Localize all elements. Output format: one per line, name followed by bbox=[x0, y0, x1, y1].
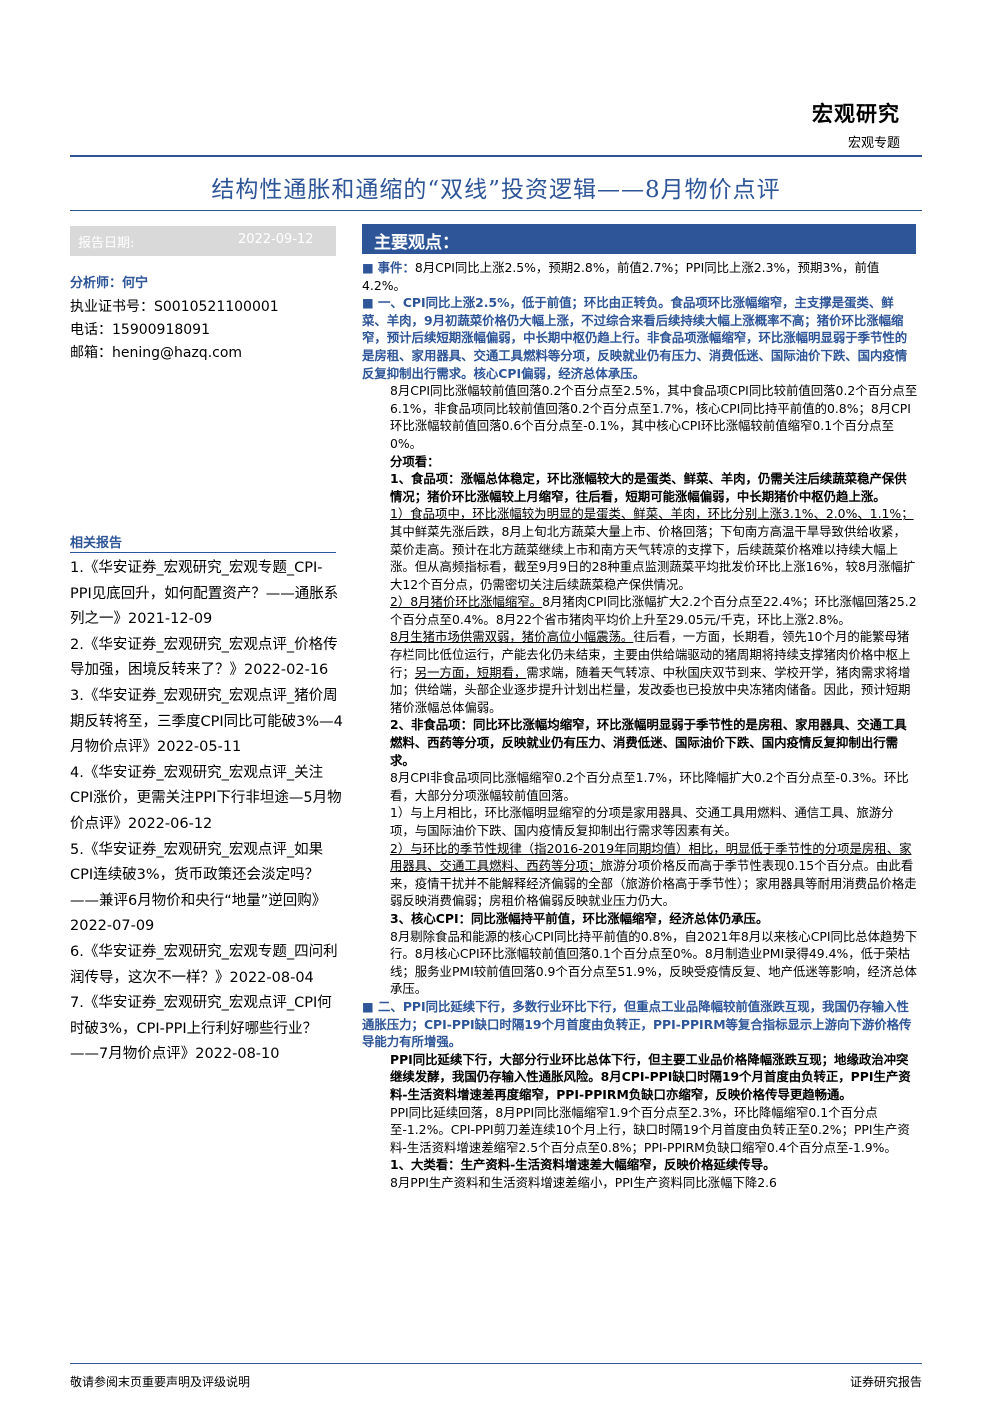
section-1-head: ■ 一、CPI同比上涨2.5%，低于前值；环比由正转负。食品项环比涨幅缩窄，主支… bbox=[362, 294, 918, 382]
related-report-2[interactable]: 2.《华安证券_宏观研究_宏观点评_价格传导加强，困境反转来了？》2022-02… bbox=[70, 636, 338, 679]
section-1-text: 一、CPI同比上涨2.5%，低于前值；环比由正转负。食品项环比涨幅缩窄，主支撑是… bbox=[362, 295, 908, 381]
related-reports-title: 相关报告 bbox=[70, 536, 123, 551]
related-report-1[interactable]: 1.《华安证券_宏观研究_宏观专题_CPI-PPI见底回升，如何配置资产？——通… bbox=[70, 560, 339, 628]
paragraph-7: 2、非食品项：同比环比涨幅均缩窄，环比涨幅明显弱于季节性的是房租、家用器具、交通… bbox=[390, 717, 907, 768]
bullet-icon: ■ bbox=[362, 260, 374, 275]
email[interactable]: 邮箱：hening@hazq.com bbox=[70, 345, 243, 361]
footer-disclaimer: 敬请参阅末页重要声明及评级说明 bbox=[70, 1375, 251, 1389]
header-rule bbox=[70, 155, 922, 157]
paragraph-5: 2）8月猪价环比涨幅缩窄。8月猪肉CPI同比涨幅扩大2.2个百分点至22.4%；… bbox=[362, 593, 918, 628]
report-date-label: 报告日期: bbox=[78, 236, 135, 251]
related-report-5[interactable]: 5.《华安证券_宏观研究_宏观点评_如果CPI连续破3%，货币政策还会淡定吗？—… bbox=[70, 841, 327, 935]
paragraph-16: 8月PPI生产资料和生活资料增速差缩小，PPI生产资料同比涨幅下降2.6 bbox=[390, 1174, 777, 1190]
title-rule bbox=[70, 210, 922, 211]
paragraph-15: 1、大类看：生产资料-生活资料增速差大幅缩窄，反映价格延续传导。 bbox=[390, 1157, 776, 1173]
paragraph-5-underlined: 2）8月猪价环比涨幅缩窄。 bbox=[390, 594, 543, 610]
related-reports-list: 1.《华安证券_宏观研究_宏观专题_CPI-PPI见底回升，如何配置资产？——通… bbox=[70, 556, 344, 1068]
header-title: 宏观研究 bbox=[812, 101, 900, 126]
paragraph-4-rest: 其中鲜菜先涨后跌，8月上旬北方蔬菜大量上市、价格回落；下旬南方高温干旱导致供给收… bbox=[390, 523, 916, 592]
paragraph-14: PPI同比延续回落，8月PPI同比涨幅缩窄1.9个百分点至2.3%，环比降幅缩窄… bbox=[390, 1104, 910, 1155]
paragraph-1: 8月CPI同比涨幅较前值回落0.2个百分点至2.5%，其中食品项CPI同比较前值… bbox=[390, 383, 918, 451]
main-body: ■ 事件：8月CPI同比上涨2.5%，预期2.8%，前值2.7%；PPI同比上涨… bbox=[362, 259, 918, 1191]
event-paragraph: ■ 事件：8月CPI同比上涨2.5%，预期2.8%，前值2.7%；PPI同比上涨… bbox=[362, 259, 918, 294]
related-report-7[interactable]: 7.《华安证券_宏观研究_宏观点评_CPI何时破3%，CPI-PPI上行利好哪些… bbox=[70, 995, 332, 1063]
paragraph-12: 8月剔除食品和能源的核心CPI同比持平前值的0.8%，自2021年8月以来核心C… bbox=[390, 928, 918, 997]
main-points-bar bbox=[362, 224, 916, 254]
analyst-name: 分析师：何宁 bbox=[70, 276, 149, 291]
bullet-icon: ■ bbox=[362, 998, 374, 1014]
document-title: 结构性通胀和通缩的“双线”投资逻辑——8月物价点评 bbox=[211, 177, 781, 203]
event-text: 8月CPI同比上涨2.5%，预期2.8%，前值2.7%；PPI同比上涨2.3%，… bbox=[362, 260, 880, 293]
report-date-box bbox=[70, 226, 336, 256]
related-report-4[interactable]: 4.《华安证券_宏观研究_宏观点评_关注CPI涨价，更需关注PPI下行非坦途—5… bbox=[70, 764, 342, 832]
cert-number: 执业证书号：S0010521100001 bbox=[70, 299, 279, 315]
header-subtitle: 宏观专题 bbox=[847, 136, 900, 151]
paragraph-10-rest: 旅游分项价格反而高于季节性表现0.15个百分点。由此看来，疫情干扰并不能解释经济… bbox=[390, 858, 917, 909]
paragraph-10-underlined: 2）与环比的季节性规律（指2016-2019年同期均值）相比，明显低于季节性的分… bbox=[390, 840, 912, 874]
bullet-icon: ■ bbox=[362, 295, 374, 311]
related-rule bbox=[70, 552, 336, 553]
paragraph-11: 3、核心CPI：同比涨幅持平前值，环比涨幅缩窄，经济总体仍承压。 bbox=[390, 910, 769, 926]
paragraph-6: 8月生猪市场供需双弱，猪价高位小幅震荡。往后看，一方面，长期看，领先10个月的能… bbox=[362, 628, 918, 716]
footer-rule bbox=[70, 1363, 922, 1364]
paragraph-6-d: 需求端，随着天气转凉、中秋国庆双节到来、学校开学，猪肉需求将增加；供给端，头部企… bbox=[390, 664, 911, 715]
paragraph-6-underlined-2: 另一方面，短期看， bbox=[414, 664, 527, 680]
main-points-heading: 主要观点： bbox=[374, 233, 459, 253]
paragraph-9: 1）与上月相比，环比涨幅明显缩窄的分项是家用器具、交通工具用燃料、通信工具、旅游… bbox=[390, 805, 894, 838]
event-label: 事件： bbox=[377, 260, 415, 275]
phone: 电话：15900918091 bbox=[70, 322, 210, 338]
paragraph-4: 1）食品项中，环比涨幅较为明显的是蛋类、鲜菜、羊肉，环比分别上涨3.1%、2.0… bbox=[362, 505, 918, 593]
section-2-head: ■ 二、PPI同比延续下行，多数行业环比下行，但重点工业品降幅较前值涨跌互现，我… bbox=[362, 998, 918, 1051]
paragraph-6-underlined: 8月生猪市场供需双弱，猪价高位小幅震荡。 bbox=[390, 629, 634, 645]
paragraph-4-underlined: 1）食品项中，环比涨幅较为明显的是蛋类、鲜菜、羊肉，环比分别上涨3.1%、2.0… bbox=[390, 506, 914, 522]
report-date-value: 2022-09-12 bbox=[238, 232, 314, 247]
related-report-3[interactable]: 3.《华安证券_宏观研究_宏观点评_猪价周期反转将至，三季度CPI同比可能破3%… bbox=[70, 687, 343, 756]
paragraph-3: 1、食品项：涨幅总体稳定，环比涨幅较大的是蛋类、鲜菜、羊肉，仍需关注后续蔬菜稳产… bbox=[390, 471, 907, 504]
related-report-6[interactable]: 6.《华安证券_宏观研究_宏观专题_四问利润传导，这次不一样？》2022-08-… bbox=[70, 943, 338, 986]
paragraph-5-rest: 8月猪肉CPI同比涨幅扩大2.2个百分点至22.4%；环比涨幅回落25.2个百分… bbox=[390, 594, 917, 627]
footer-report-type: 证券研究报告 bbox=[849, 1375, 922, 1389]
paragraph-6-b: 往后看，一方面，长期看，领先10个月的能繁母猪存栏同比低位运行，产能去化仍未结束… bbox=[390, 629, 911, 680]
paragraph-2: 分项看： bbox=[390, 453, 440, 469]
section-2-text: 二、PPI同比延续下行，多数行业环比下行，但重点工业品降幅较前值涨跌互现，我国仍… bbox=[362, 998, 912, 1050]
paragraph-13: PPI同比延续下行，大部分行业环比总体下行，但主要工业品价格降幅涨跌互现；地缘政… bbox=[390, 1051, 911, 1102]
paragraph-10: 2）与环比的季节性规律（指2016-2019年同期均值）相比，明显低于季节性的分… bbox=[362, 840, 918, 910]
paragraph-8: 8月CPI非食品项同比涨幅缩窄0.2个百分点至1.7%，环比降幅扩大0.2个百分… bbox=[390, 770, 909, 803]
